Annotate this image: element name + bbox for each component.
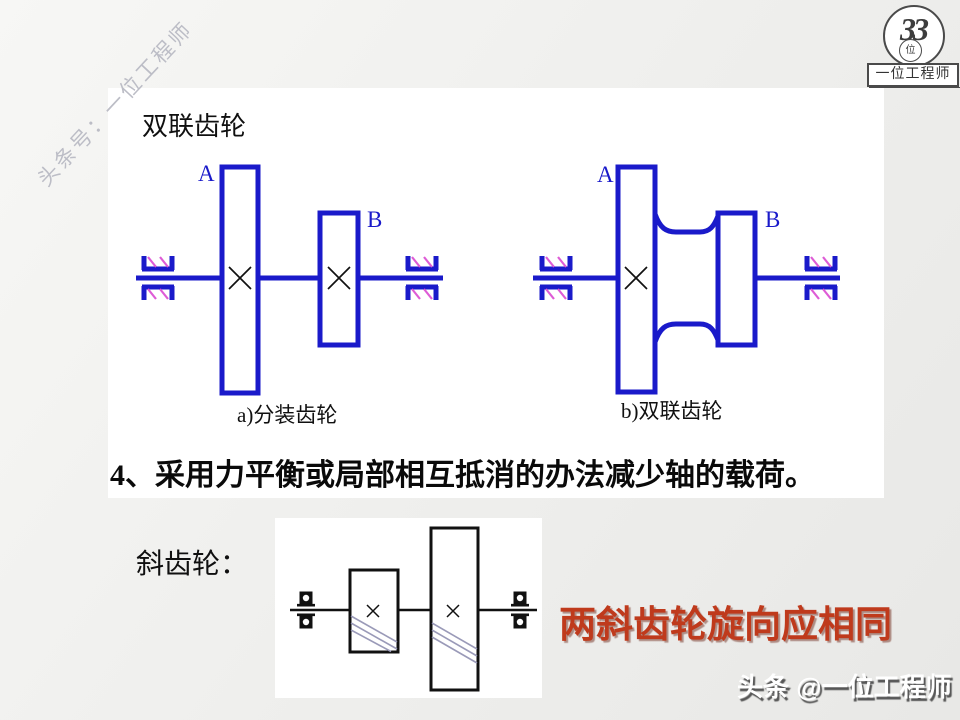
gear-a-label: A [198,161,215,186]
point-4-text: 4、采用力平衡或局部相互抵消的办法减少轴的载荷。 [110,459,815,492]
gear-b-rect [715,210,758,348]
hub-bottom-line [652,321,721,343]
logo-name: 一位工程师 [867,63,959,87]
helix-hatch-large [431,622,478,664]
helical-note-text: 两斜齿轮旋向应相同 [559,605,892,646]
diagram-split-gears: A B [136,161,443,396]
caption-a: a)分装齿轮 [237,403,338,427]
gear-b-label: B [367,207,382,232]
diagram-double-gear: A B [533,162,840,395]
diagram-helical-gears [290,526,537,692]
gear-a-rect [219,164,261,396]
center-mark-large [446,604,460,618]
hub-top-line [652,213,721,235]
content-panel-bottom [275,518,542,698]
caption-b: b)双联齿轮 [621,399,723,423]
center-mark-small [366,604,380,618]
center-mark-a [228,266,252,290]
logo-underline [869,87,960,88]
center-mark-b [327,266,351,290]
helical-gear-label: 斜齿轮： [136,549,249,580]
gear-b-label: B [765,207,780,232]
page-title: 双联齿轮 [142,112,247,141]
center-mark-a [624,266,648,290]
footer-watermark: 头条 @一位工程师 [737,672,952,702]
helical-diagram-wrap [275,518,542,698]
helix-hatch-small [350,615,398,653]
logo-seal-icon: 位 [899,39,922,62]
gear-a-label: A [597,162,614,187]
